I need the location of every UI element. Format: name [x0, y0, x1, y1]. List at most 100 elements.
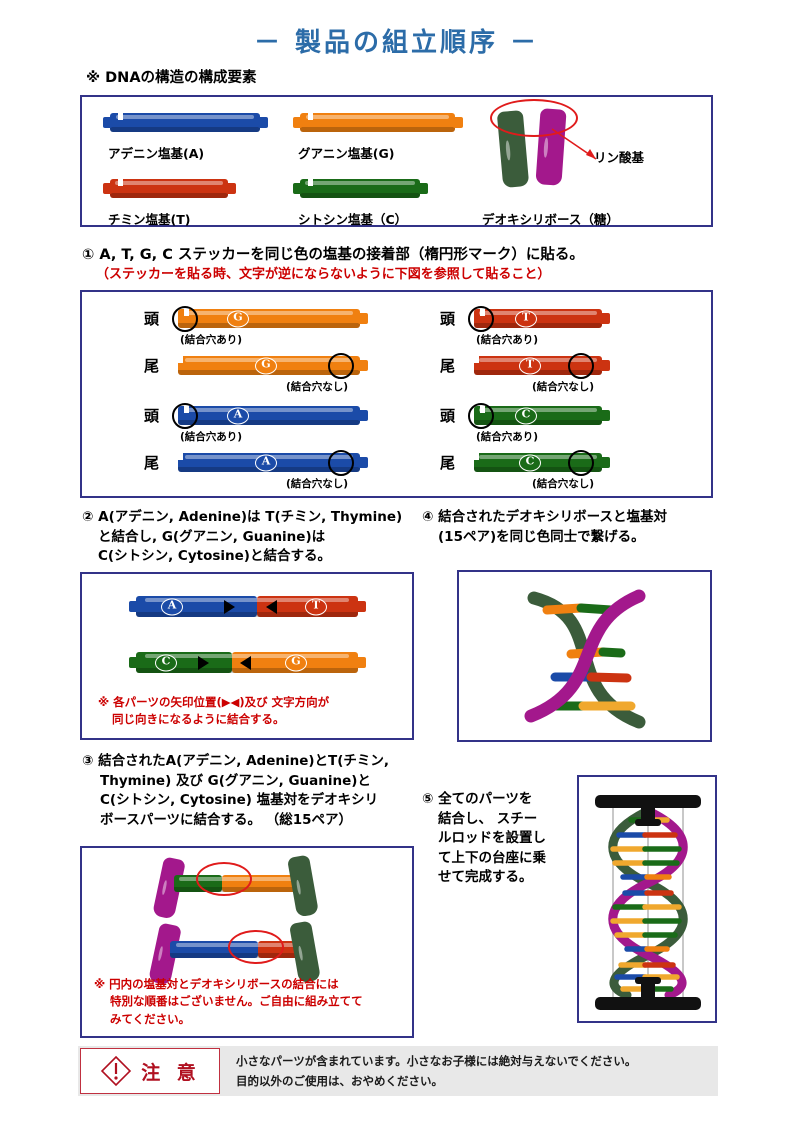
step5-line-2: ルロッドを設置し	[438, 830, 546, 847]
step3-note: ※ 円内の塩基対とデオキシリボースの結合には 特別な順番はございません。ご自由に…	[94, 976, 363, 1028]
part-label-cytosine: シトシン塩基（C）	[298, 212, 408, 227]
step5-line-4: せて完成する。	[438, 869, 533, 886]
sticker-a-tail: A	[255, 454, 277, 471]
step1-rod-a-tail: A	[178, 450, 368, 476]
step5-line-3: て上下の台座に乗	[438, 849, 546, 866]
step1-rod-c-tail: C	[474, 450, 610, 476]
step3-heading: ③ 結合されたA(アデニン, Adenine)とT(チミン, Thymine) …	[82, 752, 389, 830]
step1-text: ① A, T, G, C ステッカーを同じ色の塩基の接着部（楕円形マーク）に貼る…	[82, 245, 584, 266]
caution-line-1: 目的以外のご使用は、おやめください。	[236, 1074, 443, 1088]
pair-letter-c: C	[155, 654, 177, 671]
step2-note-line-0: ※ 各パーツの矢印位置(▶◀)及び 文字方向が	[98, 695, 330, 709]
rod-thymine	[103, 179, 236, 198]
arrow-right-icon	[198, 656, 209, 670]
hole-yes-label-a: (結合穴あり)	[180, 431, 243, 443]
step1-rod-a-head: A	[172, 403, 368, 429]
part-label-guanine: グアニン塩基(G)	[298, 146, 395, 161]
part-label-adenine: アデニン塩基(A)	[108, 146, 205, 161]
part-thymine	[103, 179, 236, 198]
joint-highlight-circle-at	[228, 930, 284, 964]
part-cytosine	[293, 179, 428, 198]
step5-line-0: 全てのパーツを	[438, 791, 533, 807]
step3-line-0: 結合されたA(アデニン, Adenine)とT(チミン,	[98, 753, 390, 769]
arrow-left-icon	[266, 600, 277, 614]
step3-note-line-1: 特別な順番はございません。ご自由に組み立てて	[110, 994, 363, 1009]
rod-head-label-a: 頭	[144, 407, 160, 425]
hole-marker-circle	[172, 403, 198, 429]
step4-panel	[457, 570, 712, 742]
step3-note-line-0: ※ 円内の塩基対とデオキシリボースの結合には	[94, 977, 339, 991]
step3-panel: ※ 円内の塩基対とデオキシリボースの結合には 特別な順番はございません。ご自由に…	[80, 846, 414, 1038]
step3-note-line-2: みてください。	[110, 1011, 191, 1026]
step5-panel	[577, 775, 717, 1023]
step2-note-line-1: 同じ向きになるように結合する。	[112, 711, 285, 726]
rod-tail-label-a: 尾	[144, 454, 160, 472]
step2-pair-cg: C G	[129, 652, 366, 673]
sugar-green-right-2	[288, 920, 322, 984]
step2-line-1: と結合し, G(グアニン, Guanine)は	[98, 528, 326, 545]
step1-number: ①	[82, 247, 95, 263]
step4-line-0: 結合されたデオキシリボースと塩基対	[438, 509, 667, 525]
sticker-a-head: A	[227, 407, 249, 424]
hole-no-label-c: (結合穴なし)	[532, 478, 595, 490]
sticker-t-head: T	[515, 310, 537, 327]
step1-rod-c-head: C	[468, 403, 610, 429]
caution-badge: 注 意	[80, 1048, 220, 1094]
step3-number: ③	[82, 753, 94, 769]
rod-head-label-g: 頭	[144, 310, 160, 328]
step5-line-1: 結合し、 スチー	[438, 810, 538, 827]
step1-rod-g-head: G	[172, 306, 368, 332]
caution-word: 注 意	[141, 1061, 201, 1084]
hole-marker-circle	[568, 353, 594, 379]
page-title: － 製品の組立順序 －	[253, 28, 540, 58]
step2-number: ②	[82, 509, 94, 525]
step1-rod-t-head: T	[468, 306, 610, 332]
step1-panel: 頭 G (結合穴あり) 尾 G (結合穴なし) 頭	[80, 290, 713, 498]
dna-model-assembled-image	[595, 795, 701, 1010]
step1-rod-t-tail: T	[474, 353, 610, 379]
hole-yes-label-c: (結合穴あり)	[476, 431, 539, 443]
phosphate-callout-label: リン酸基	[594, 150, 645, 165]
hole-marker-circle	[328, 450, 354, 476]
sticker-c-tail: C	[519, 454, 541, 471]
sticker-c-head: C	[515, 407, 537, 424]
rod-cytosine	[293, 179, 428, 198]
parts-panel: アデニン塩基(A) グアニン塩基(G) チミン塩基(T)	[80, 95, 713, 227]
dna-helix-open-image	[524, 589, 646, 729]
step2-line-0: A(アデニン, Adenine)は T(チミン, Thymine)	[98, 509, 403, 525]
warning-diamond-icon	[101, 1055, 132, 1087]
base-plate-bottom	[595, 977, 701, 1010]
rod-guanine	[293, 113, 463, 132]
base-plate-top	[595, 795, 701, 826]
arrow-right-icon	[224, 600, 235, 614]
rod-tail-label-g: 尾	[144, 357, 160, 375]
step2-pair-at: A T	[129, 596, 366, 617]
step5-number: ⑤	[422, 791, 434, 807]
rod-tail-label-t: 尾	[440, 357, 456, 375]
part-label-deoxyribose: デオキシリボース（糖）	[482, 212, 619, 227]
step1-note: （ステッカーを貼る時、文字が逆にならないように下図を参照して貼ること）	[96, 267, 551, 282]
hole-marker-circle	[568, 450, 594, 476]
rod-tail-label-c: 尾	[440, 454, 456, 472]
step4-heading: ④ 結合されたデオキシリボースと塩基対 (15ペア)を同じ色同士で繋げる。	[422, 508, 667, 547]
step2-panel: A T C G ※ 各パーツの矢印位置(▶◀)及び 文字方向が 同じ向きになるよ…	[80, 572, 414, 740]
step3-line-1: Thymine) 及び G(グアニン, Guanine)と	[100, 772, 371, 789]
hole-no-label-t: (結合穴なし)	[532, 381, 595, 393]
hole-marker-circle	[468, 306, 494, 332]
pair-letter-g: G	[285, 654, 307, 671]
hole-yes-label-g: (結合穴あり)	[180, 334, 243, 346]
joint-highlight-circle-cg	[196, 862, 252, 896]
pair-letter-a: A	[161, 598, 183, 615]
phosphate-arrow-icon	[551, 128, 597, 160]
sticker-g-tail: G	[255, 357, 277, 374]
sticker-g-head: G	[227, 310, 249, 327]
hole-yes-label-t: (結合穴あり)	[476, 334, 539, 346]
sticker-t-tail: T	[519, 357, 541, 374]
arrow-left-icon	[240, 656, 251, 670]
step3-line-3: ボースパーツに結合する。 （総15ペア）	[100, 811, 353, 828]
hole-no-label-a: (結合穴なし)	[286, 478, 349, 490]
rod-adenine	[103, 113, 268, 132]
hole-marker-circle	[468, 403, 494, 429]
step3-line-2: C(シトシン, Cytosine) 塩基対をデオキシリ	[100, 792, 379, 809]
